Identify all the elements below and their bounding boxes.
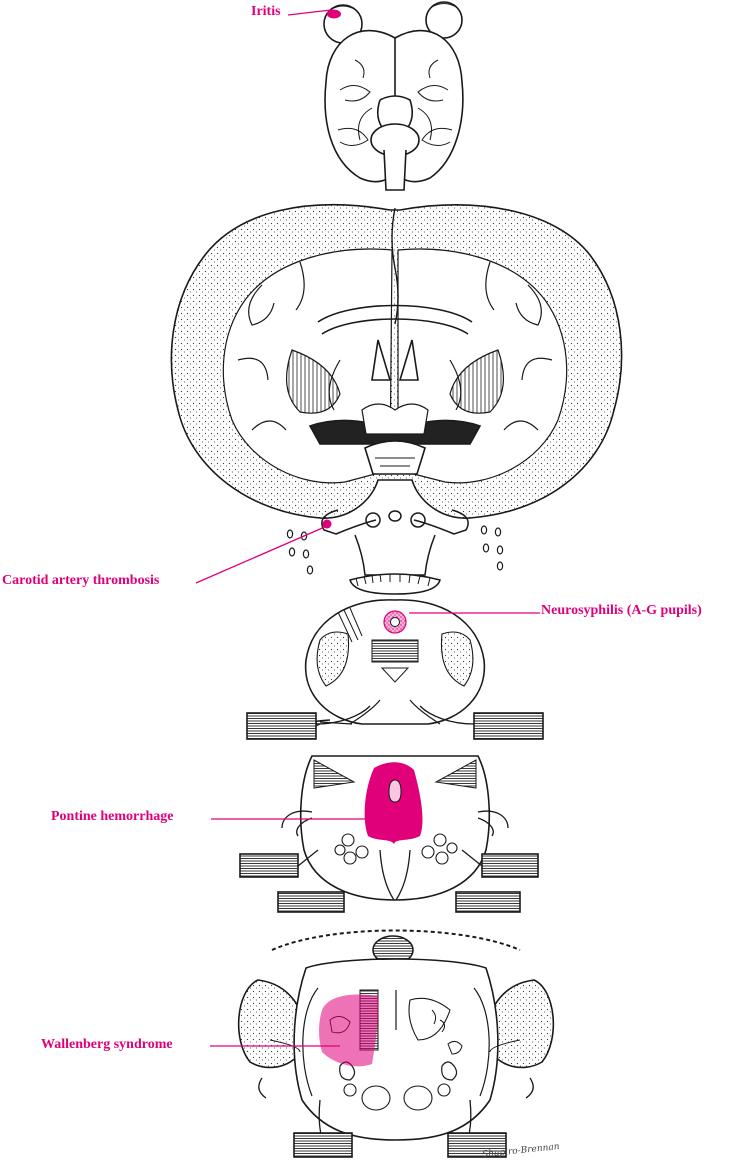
midbrain-right-block (473, 712, 544, 740)
iritis-leader (287, 9, 332, 16)
iritis-lesion (327, 9, 341, 19)
pons-section (239, 755, 539, 913)
pons-left-block (239, 853, 299, 878)
label-neurosyphilis: Neurosyphilis (A-G pupils) (541, 603, 702, 618)
carotid-leader (195, 525, 328, 584)
label-wallenberg-syndrome: Wallenberg syndrome (41, 1037, 173, 1052)
midbrain-left-block (246, 712, 317, 740)
medulla-right-block (447, 1132, 507, 1158)
carotid-level-section (286, 509, 504, 595)
wallenberg-lesion (319, 994, 379, 1067)
brain-base-view (323, 1, 464, 191)
pons-right-block (481, 853, 539, 878)
pons-lower-right-block (455, 891, 521, 913)
carotid-lesion (322, 519, 332, 529)
midbrain-section (246, 599, 544, 740)
pons-lower-left-block (277, 891, 345, 913)
medulla-section (237, 929, 555, 1158)
medulla-left-block (293, 1132, 353, 1158)
right-eye (425, 1, 463, 39)
label-carotid-artery-thrombosis: Carotid artery thrombosis (2, 573, 160, 588)
label-pontine-hemorrhage: Pontine hemorrhage (51, 809, 174, 824)
pontine-lesion (364, 762, 423, 844)
label-iritis: Iritis (251, 4, 281, 19)
leader-lines (195, 9, 540, 1047)
coronal-section (170, 204, 623, 519)
